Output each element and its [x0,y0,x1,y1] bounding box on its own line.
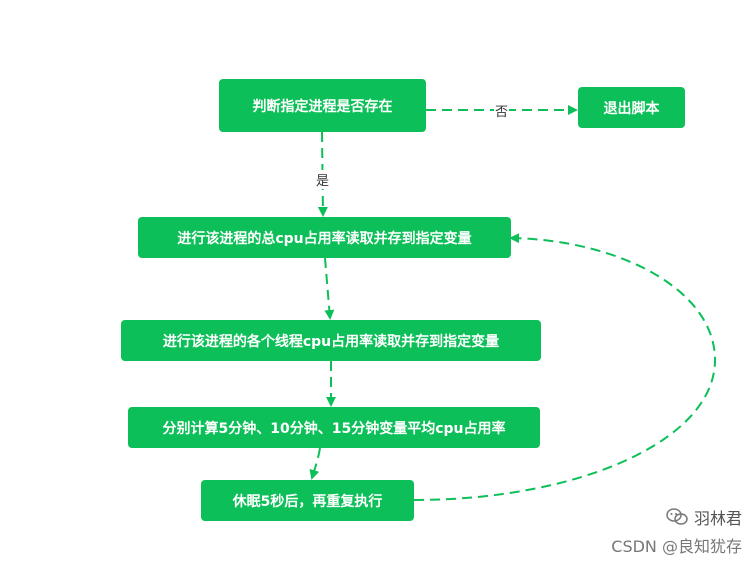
node-exit-script: 退出脚本 [578,87,685,128]
node-read-total-cpu: 进行该进程的总cpu占用率读取并存到指定变量 [138,217,511,258]
csdn-watermark: CSDN @良知犹存 [611,533,742,557]
edge-label-no: 否 [494,101,510,120]
node-read-thread-cpu: 进行该进程的各个线程cpu占用率读取并存到指定变量 [121,320,541,361]
wechat-icon [666,508,688,525]
wechat-watermark: 羽林君 [666,505,742,529]
csdn-text: CSDN @良知犹存 [611,537,742,556]
node-sleep-repeat: 休眠5秒后，再重复执行 [201,480,414,521]
wechat-name: 羽林君 [693,509,742,528]
node-calc-average: 分别计算5分钟、10分钟、15分钟变量平均cpu占用率 [128,407,540,448]
edge-read-total-to-read-thread [324,257,335,320]
node-check-process: 判断指定进程是否存在 [219,79,426,132]
edge-calc-to-sleep [309,447,321,480]
edge-label-yes: 是 [315,170,331,189]
edge-sleep-loop-back [413,233,717,501]
